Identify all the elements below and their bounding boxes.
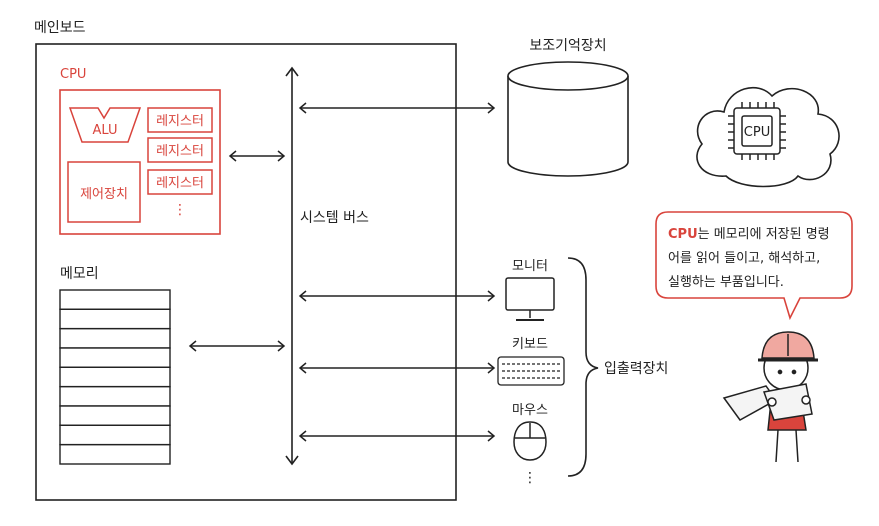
cpu-chip-label: CPU	[744, 125, 770, 140]
speech-bubble	[655, 211, 853, 321]
speech-line-2: 어를 읽어 들이고, 해석하고,	[668, 251, 820, 266]
memory-title: 메모리	[60, 266, 99, 282]
speech-highlight: CPU	[668, 227, 698, 242]
mainboard-box	[35, 43, 457, 501]
memory-cell	[59, 366, 171, 388]
memory-cell	[59, 347, 171, 368]
memory-cell	[59, 405, 171, 426]
system-bus-arrow	[285, 66, 299, 466]
register-label: 레지스터	[156, 114, 204, 129]
cpu-bus-arrow	[228, 150, 286, 162]
control-unit-label: 제어장치	[80, 187, 128, 202]
memory-cell	[59, 444, 171, 465]
mouse-arrow	[298, 430, 496, 442]
control-unit-box	[67, 161, 141, 223]
cpu-title: CPU	[60, 67, 86, 82]
memory-cell	[59, 424, 171, 446]
monitor-icon	[505, 277, 555, 321]
memory-cell	[59, 308, 171, 330]
alu-label: ALU	[92, 123, 117, 138]
alu-shape	[68, 107, 142, 143]
memory-cell	[59, 289, 171, 310]
register-more: ⋮	[173, 202, 187, 218]
register-label: 레지스터	[156, 144, 204, 159]
speech-line-3: 실행하는 부품입니다.	[668, 274, 784, 290]
speech-line-1-rest: 는 메모리에 저장된 명령	[698, 227, 830, 242]
keyboard-arrow	[298, 362, 496, 374]
io-group-label: 입출력장치	[604, 361, 668, 377]
register-box	[147, 137, 213, 163]
mainboard-title: 메인보드	[34, 20, 86, 36]
io-more: ⋮	[523, 470, 537, 486]
storage-title: 보조기억장치	[529, 38, 606, 54]
memory-stack	[59, 289, 171, 465]
io-device-label: 마우스	[512, 403, 548, 418]
io-device-label: 모니터	[512, 259, 548, 274]
register-label: 레지스터	[156, 176, 204, 191]
io-group-brace	[567, 257, 599, 477]
memory-cell	[59, 328, 171, 349]
keyboard-icon	[497, 356, 565, 386]
memory-bus-arrow	[188, 340, 286, 352]
engineer-character-icon	[722, 331, 818, 463]
register-box	[147, 169, 213, 195]
io-device-label: 키보드	[512, 337, 548, 352]
storage-cylinder-icon	[507, 61, 629, 177]
cpu-box	[59, 89, 221, 235]
speech-line-1: CPU는 메모리에 저장된 명령	[668, 227, 830, 242]
mouse-icon	[513, 421, 547, 461]
memory-cell	[59, 386, 171, 407]
monitor-arrow	[298, 290, 496, 302]
register-box	[147, 107, 213, 133]
storage-arrow	[298, 102, 496, 114]
cpu-chip-icon	[728, 102, 786, 160]
system-bus-label: 시스템 버스	[300, 210, 369, 226]
